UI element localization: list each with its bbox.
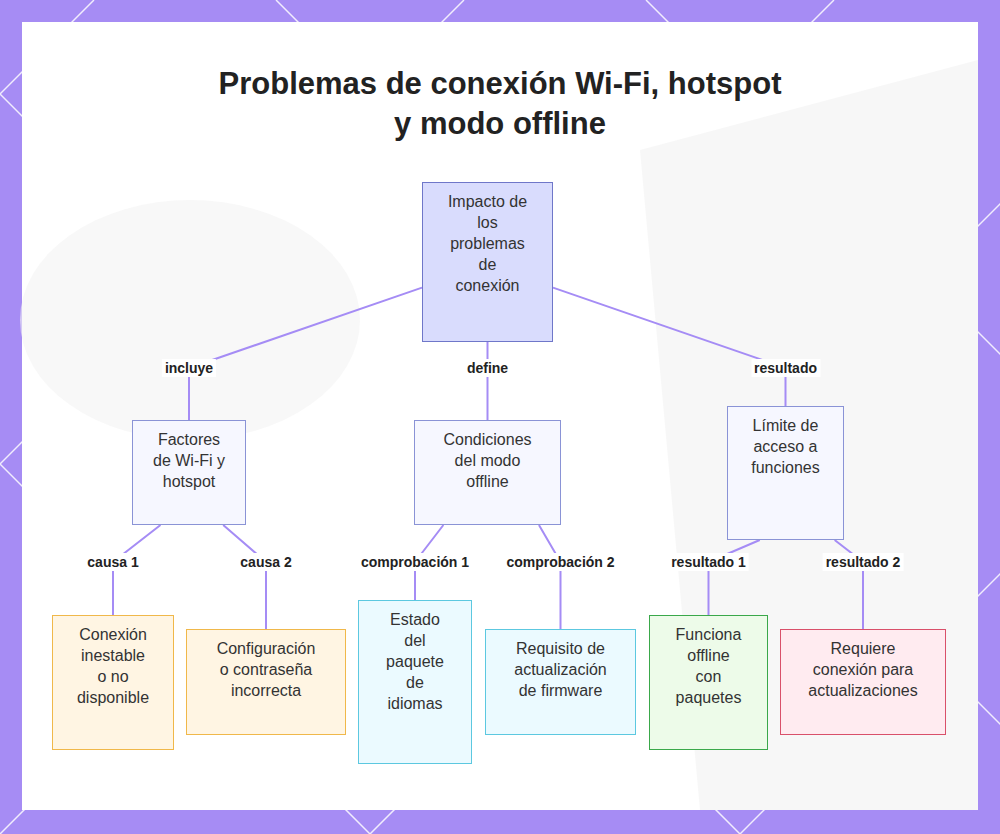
concept-box: Conexión inestable o no disponible bbox=[52, 615, 174, 750]
connector-label: comprobación 1 bbox=[358, 553, 472, 571]
concept-box: Configuración o contraseña incorrecta bbox=[186, 629, 346, 735]
node-label: Requiere conexión para actualizaciones bbox=[801, 638, 925, 701]
concept-box: Requisito de actualización de firmware bbox=[485, 629, 636, 735]
connector-label: causa 1 bbox=[84, 553, 141, 571]
connector-line bbox=[223, 525, 266, 629]
node-label: Conexión inestable o no disponible bbox=[76, 624, 150, 708]
diagram-title: Problemas de conexión Wi-Fi, hotspot y m… bbox=[210, 64, 790, 144]
concept-box: Funciona offline con paquetes bbox=[649, 615, 768, 750]
connector-label: resultado bbox=[751, 359, 820, 377]
node-label: Límite de acceso a funciones bbox=[743, 415, 828, 478]
concept-box: Factores de Wi-Fi y hotspot bbox=[132, 420, 246, 525]
node-label: Impacto de los problemas de conexión bbox=[445, 191, 530, 296]
connector-line bbox=[709, 540, 760, 615]
node-label: Condiciones del modo offline bbox=[437, 429, 538, 492]
concept-box: Requiere conexión para actualizaciones bbox=[780, 629, 946, 735]
concept-box: Estado del paquete de idiomas bbox=[358, 600, 472, 764]
node-label: Factores de Wi-Fi y hotspot bbox=[147, 429, 231, 492]
connector-label: causa 2 bbox=[237, 553, 294, 571]
faded-photo bbox=[640, 60, 978, 810]
connector-label: comprobación 2 bbox=[503, 553, 617, 571]
node-label: Configuración o contraseña incorrecta bbox=[211, 638, 321, 701]
connector-line bbox=[539, 525, 561, 629]
connector-label: define bbox=[464, 359, 511, 377]
node-label: Funciona offline con paquetes bbox=[673, 624, 744, 708]
concept-box: Condiciones del modo offline bbox=[414, 420, 561, 525]
concept-box: Límite de acceso a funciones bbox=[727, 406, 844, 540]
connector-line bbox=[189, 288, 422, 420]
connector-label: incluye bbox=[162, 359, 216, 377]
connector-label: resultado 2 bbox=[823, 553, 904, 571]
connector-line bbox=[553, 288, 786, 406]
connector-label: resultado 1 bbox=[668, 553, 749, 571]
node-label: Requisito de actualización de firmware bbox=[506, 638, 615, 701]
node-label: Estado del paquete de idiomas bbox=[385, 609, 445, 714]
connector-line bbox=[487, 342, 489, 420]
root-box: Impacto de los problemas de conexión bbox=[422, 182, 553, 342]
